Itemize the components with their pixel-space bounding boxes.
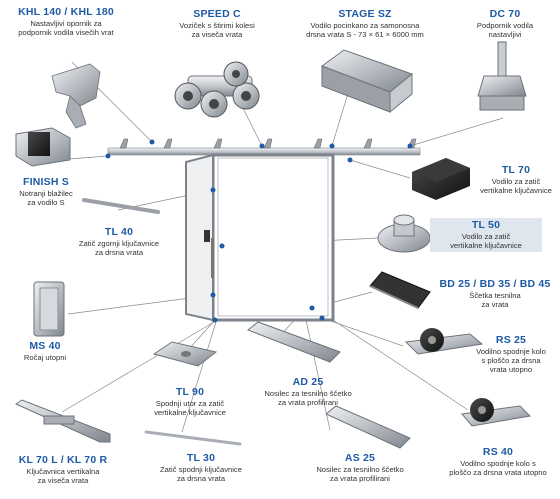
- label-tl70-desc: Vodilo za zatič vertikalne ključavnice: [480, 176, 552, 195]
- label-tl40-desc: Zatič zgornji ključavnice za drsna vrata: [78, 238, 160, 257]
- rs40-roller-icon: [461, 398, 532, 427]
- label-khl-code: KHL 140 / KHL 180: [18, 6, 114, 18]
- label-tl70: TL 70 Vodilo za zatič vertikalne ključav…: [476, 164, 556, 195]
- label-as25: AS 25 Nosilec za tesnilno ščetko za vrat…: [304, 452, 416, 483]
- tl70-guide-icon: [412, 158, 470, 200]
- label-rs25-desc: Vodilno spodnje kolo s ploščo za drsna v…: [476, 346, 546, 374]
- label-tl30: TL 30 Zatič spodnji ključavnice za drsna…: [146, 452, 256, 483]
- label-ad25-desc: Nosilec za tesnilno ščetko za vrata prof…: [264, 388, 352, 407]
- label-kl70-code: KL 70 L / KL 70 R: [18, 454, 108, 466]
- label-speedc: SPEED C Voziček s štirimi kolesi za vise…: [162, 8, 272, 39]
- label-khl-desc: Nastavljivi opornik za podpornik vodila …: [18, 18, 114, 37]
- tl30-pin-icon: [144, 430, 242, 446]
- label-speedc-code: SPEED C: [193, 8, 241, 20]
- top-rail: [107, 138, 421, 156]
- label-dc70-desc: Podpornik vodila nastavljivi: [476, 20, 534, 39]
- label-bd: BD 25 / BD 35 / BD 45 Ščetka tesnilna za…: [434, 278, 556, 309]
- as25-holder-icon: [325, 405, 411, 449]
- label-tl40-code: TL 40: [104, 226, 134, 238]
- label-rs40-code: RS 40: [482, 446, 514, 458]
- label-tl90: TL 90 Spodnji utor za zatič vertikalne k…: [140, 386, 240, 417]
- label-stagesz-code: STAGE SZ: [338, 8, 392, 20]
- tl40-pin-icon: [82, 198, 160, 214]
- label-tl50: TL 50 Vodilo za zatič vertikalne ključav…: [430, 218, 542, 252]
- label-kl70: KL 70 L / KL 70 R Ključavnica vertikalna…: [8, 454, 118, 485]
- door-frame: [185, 153, 335, 322]
- label-tl50-desc: Vodilo za zatič vertikalne ključavnice: [450, 231, 522, 250]
- stage-rail-icon: [320, 49, 414, 114]
- label-finishs-code: FINISH S: [23, 176, 69, 188]
- label-speedc-desc: Voziček s štirimi kolesi za viseča vrata: [179, 20, 255, 39]
- marker-dots: [105, 139, 413, 323]
- label-finishs: FINISH S Notranji blažilec za vodilo S: [6, 176, 86, 207]
- label-tl30-desc: Zatič spodnji ključavnice za drsna vrata: [160, 464, 242, 483]
- label-ms40-code: MS 40: [29, 340, 61, 352]
- label-dc70: DC 70 Podpornik vodila nastavljivi: [460, 8, 550, 39]
- label-ms40-desc: Ročaj utopni: [23, 352, 67, 362]
- label-stagesz-desc: Vodilo pocinkano za samonosna drsna vrat…: [306, 20, 424, 39]
- label-tl30-code: TL 30: [186, 452, 216, 464]
- kl70-lock-icon: [14, 399, 111, 443]
- label-tl70-code: TL 70: [501, 164, 531, 176]
- label-ad25-code: AD 25: [292, 376, 324, 388]
- speedc-trolley-icon: [174, 61, 260, 118]
- label-as25-code: AS 25: [344, 452, 376, 464]
- label-tl90-code: TL 90: [175, 386, 205, 398]
- finishs-damper-icon: [15, 127, 71, 167]
- dc70-support-icon: [477, 41, 527, 111]
- label-ad25: AD 25 Nosilec za tesnilno ščetko za vrat…: [252, 376, 364, 407]
- ad25-holder-icon: [247, 321, 341, 363]
- label-kl70-desc: Ključavnica vertikalna za viseča vrata: [26, 466, 100, 485]
- label-tl40: TL 40 Zatič zgornji ključavnice za drsna…: [64, 226, 174, 257]
- label-rs25: RS 25 Vodilno spodnje kolo s ploščo za d…: [466, 334, 556, 374]
- rs25-roller-icon: [404, 328, 484, 355]
- label-rs40-desc: Vodilno spodnje kolo s ploščo za drsna v…: [449, 458, 547, 477]
- label-khl: KHL 140 / KHL 180 Nastavljivi opornik za…: [6, 6, 126, 37]
- ms40-handle-icon: [33, 281, 65, 337]
- label-stagesz: STAGE SZ Vodilo pocinkano za samonosna d…: [290, 8, 440, 39]
- label-tl50-code: TL 50: [471, 219, 501, 231]
- tl90-plate-icon: [152, 341, 218, 367]
- label-bd-code: BD 25 / BD 35 / BD 45: [439, 278, 551, 290]
- tl50-guide-icon: [377, 214, 431, 253]
- label-tl90-desc: Spodnji utor za zatič vertikalne ključav…: [154, 398, 226, 417]
- label-as25-desc: Nosilec za tesnilno ščetko za vrata prof…: [316, 464, 404, 483]
- bd-brush-icon: [369, 271, 431, 309]
- label-ms40: MS 40 Ročaj utopni: [10, 340, 80, 362]
- label-finishs-desc: Notranji blažilec za vodilo S: [19, 188, 73, 207]
- label-bd-desc: Ščetka tesnilna za vrata: [469, 290, 521, 309]
- khl-bracket-icon: [51, 63, 101, 129]
- label-rs25-code: RS 25: [495, 334, 527, 346]
- label-dc70-code: DC 70: [489, 8, 521, 20]
- label-rs40: RS 40 Vodilno spodnje kolo s ploščo za d…: [440, 446, 556, 477]
